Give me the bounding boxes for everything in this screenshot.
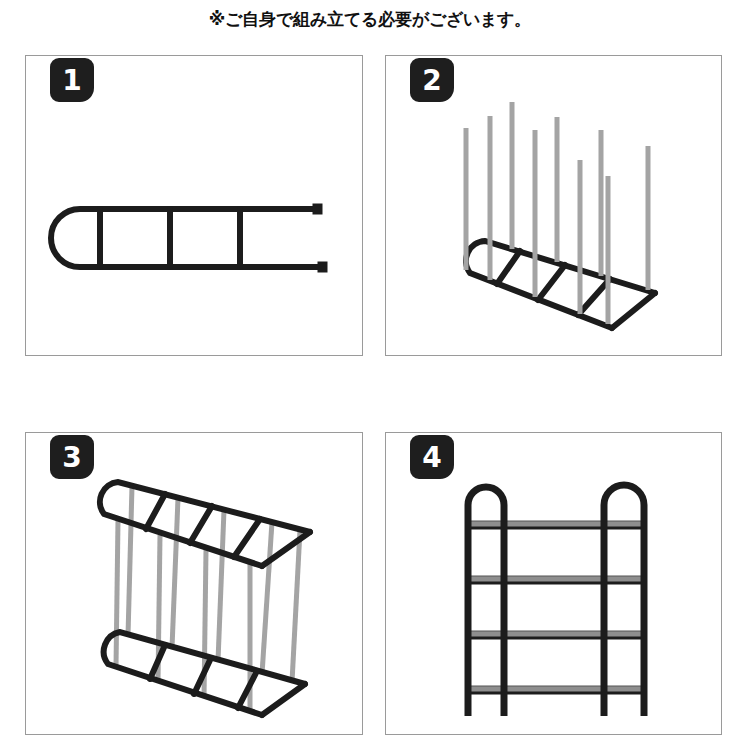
frame-step-3 [100, 482, 310, 715]
step-panel: 2 [385, 55, 722, 356]
step-number: 2 [410, 58, 454, 102]
frame-step-2 [466, 102, 655, 328]
step-panel: 4 [385, 432, 722, 735]
note-title: ※ご自身で組み立てる必要がございます。 [0, 8, 740, 31]
step-number: 4 [410, 435, 454, 479]
step-number: 3 [50, 435, 94, 479]
frame-step-1 [51, 204, 327, 272]
step-panel: 1 [25, 55, 363, 356]
step-number: 1 [50, 58, 94, 102]
finished-rack [468, 485, 644, 716]
step-panel: 3 [25, 432, 363, 735]
